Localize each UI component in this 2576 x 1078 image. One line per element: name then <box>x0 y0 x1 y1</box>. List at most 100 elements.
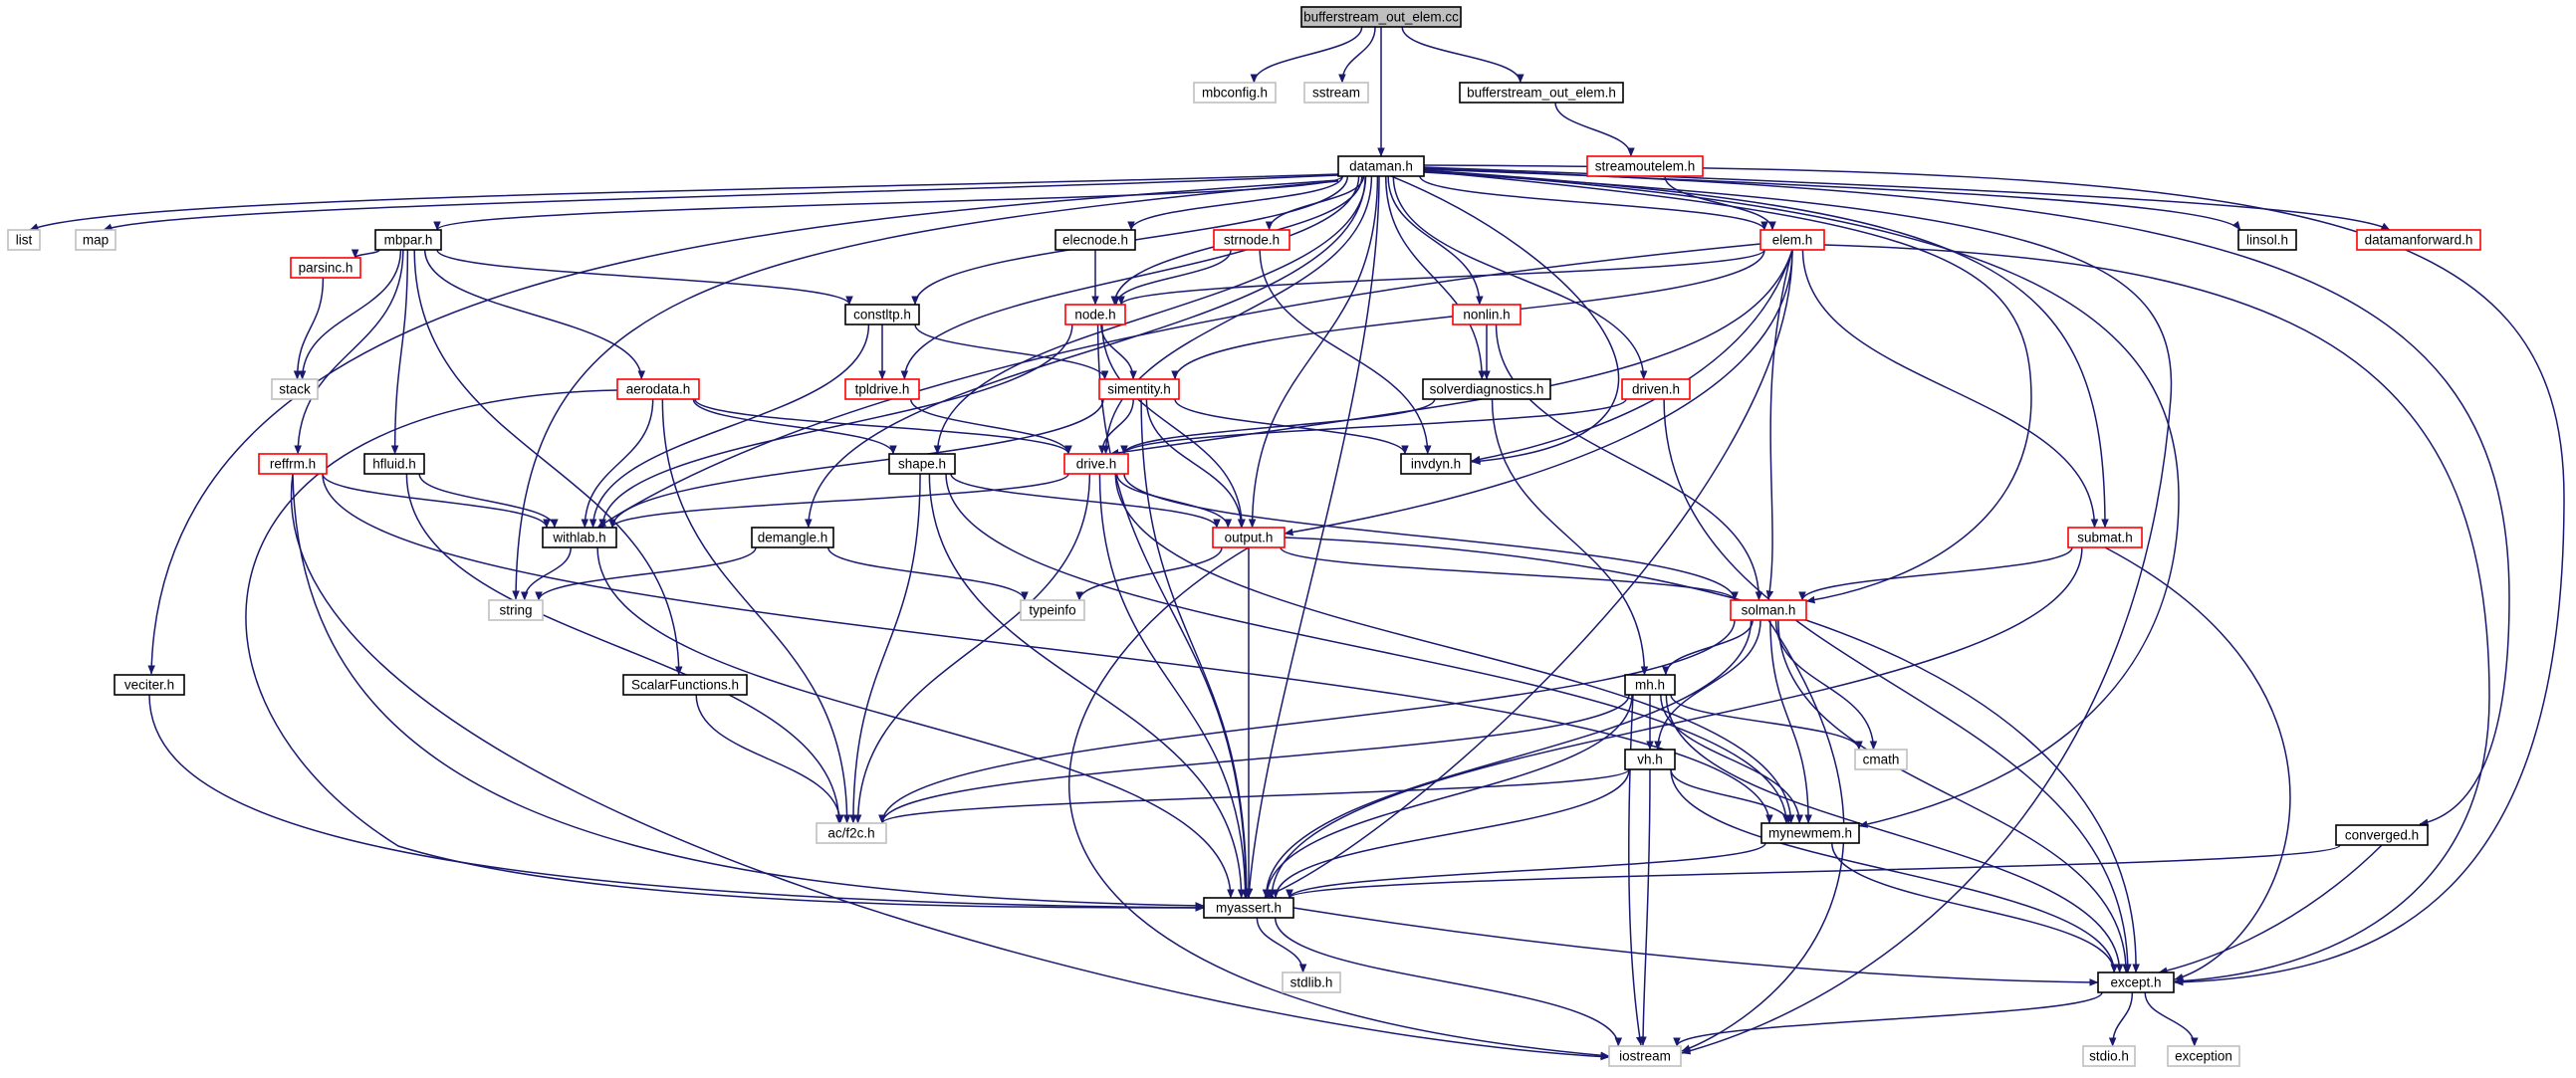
edge-strnode-to-invdyn <box>1259 249 1432 455</box>
node-aerodata[interactable]: aerodata.h <box>616 378 700 400</box>
edge-driven-to-drive <box>1120 398 1627 455</box>
edge-dataman-to-output <box>1248 175 1379 529</box>
node-typeinfo: typeinfo <box>1020 599 1085 621</box>
node-drive[interactable]: drive.h <box>1063 453 1129 475</box>
edge-drive-to-output <box>1115 473 1233 529</box>
edge-converged-to-except <box>2158 844 2383 974</box>
node-constltp[interactable]: constltp.h <box>844 304 920 325</box>
node-box <box>1586 155 1704 177</box>
node-mh[interactable]: mh.h <box>1624 674 1676 696</box>
edge-solman-to-mynewmem <box>1769 619 1812 824</box>
node-invdyn[interactable]: invdyn.h <box>1400 453 1472 475</box>
node-label: linsol.h <box>2246 233 2288 248</box>
node-node[interactable]: node.h <box>1064 304 1126 325</box>
edge-dataman-to-mbpar <box>433 175 1343 231</box>
node-hfluid[interactable]: hfluid.h <box>363 453 425 475</box>
node-strnode[interactable]: strnode.h <box>1213 229 1290 251</box>
edge-driven-to-except <box>1663 398 2132 973</box>
node-streamoutelem[interactable]: streamoutelem.h <box>1586 155 1704 177</box>
node-stdlib: stdlib.h <box>1282 971 1341 993</box>
edge-simentity-to-drive <box>1097 398 1135 455</box>
node-reffrm[interactable]: reffrm.h <box>258 453 328 475</box>
node-driven[interactable]: driven.h <box>1621 378 1691 400</box>
edge-drive-to-mynewmem <box>1114 473 1795 824</box>
node-box <box>374 229 442 251</box>
node-box <box>1730 599 1807 621</box>
node-converged[interactable]: converged.h <box>2335 824 2429 846</box>
node-output[interactable]: output.h <box>1212 527 1286 548</box>
edge-strnode-to-node <box>1112 249 1232 306</box>
edge-demangle-to-typeinfo <box>827 546 1029 601</box>
node-string: string <box>488 599 544 621</box>
node-scalarfn[interactable]: ScalarFunctions.h <box>622 674 748 696</box>
node-root[interactable]: bufferstream_out_elem.cc <box>1300 6 1462 28</box>
node-bufout[interactable]: bufferstream_out_elem.h <box>1459 82 1624 104</box>
edge-dataman-to-driven <box>1392 175 1648 380</box>
node-label: streamoutelem.h <box>1595 159 1696 174</box>
node-label: invdyn.h <box>1411 457 1461 472</box>
node-elecnode[interactable]: elecnode.h <box>1054 229 1136 251</box>
node-label: ScalarFunctions.h <box>631 678 739 693</box>
edge-node-to-output <box>1101 323 1246 529</box>
node-shape[interactable]: shape.h <box>888 453 956 475</box>
edge-solverdiag-to-mh <box>1491 398 1649 676</box>
edge-solman-to-except <box>1777 619 2130 973</box>
node-box <box>363 453 425 475</box>
node-label: sstream <box>1312 86 1360 101</box>
node-dataman[interactable]: dataman.h <box>1337 155 1425 177</box>
edge-bufout-to-streamoutelem <box>1554 102 1635 157</box>
node-box <box>2167 1045 2240 1067</box>
node-veciter[interactable]: veciter.h <box>114 674 185 696</box>
node-label: aerodata.h <box>626 382 691 397</box>
edge-drive-to-acf2c <box>853 473 1091 824</box>
node-nonlin[interactable]: nonlin.h <box>1452 304 1522 325</box>
node-box <box>1621 378 1691 400</box>
edge-solman-to-vh <box>1654 619 1761 751</box>
node-vh[interactable]: vh.h <box>1624 749 1676 770</box>
node-solman[interactable]: solman.h <box>1730 599 1807 621</box>
edge-shape-to-mynewmem <box>945 473 1790 824</box>
edge-dataman-to-shape <box>933 175 1367 455</box>
node-box <box>114 674 185 696</box>
node-mbpar[interactable]: mbpar.h <box>374 229 442 251</box>
node-parsinc[interactable]: parsinc.h <box>290 257 361 279</box>
node-label: mbconfig.h <box>1202 86 1268 101</box>
edge-mynewmem-to-myassert <box>1286 842 1766 899</box>
node-box <box>1854 749 1908 770</box>
node-mynewmem[interactable]: mynewmem.h <box>1760 822 1860 844</box>
node-box <box>1098 378 1180 400</box>
node-box <box>816 822 887 844</box>
node-solverdiag[interactable]: solverdiagnostics.h <box>1422 378 1551 400</box>
node-withlab[interactable]: withlab.h <box>542 527 617 548</box>
node-box <box>7 229 41 251</box>
node-simentity[interactable]: simentity.h <box>1098 378 1180 400</box>
edge-hfluid-to-acf2c <box>405 473 843 824</box>
edge-dataman-to-mynewmem <box>1423 170 2180 828</box>
node-label: iostream <box>1619 1049 1671 1064</box>
edge-elem-to-solman <box>1765 249 1793 600</box>
node-box <box>271 378 319 400</box>
node-linsol[interactable]: linsol.h <box>2237 229 2297 251</box>
node-demangle[interactable]: demangle.h <box>751 527 834 548</box>
node-tpldrive[interactable]: tpldrive.h <box>844 378 920 400</box>
edge-nonlin-to-solman <box>1495 323 1763 601</box>
edge-dataman-to-nonlin <box>1387 175 1484 306</box>
node-label: cmath <box>1863 753 1900 767</box>
node-box <box>1624 674 1676 696</box>
node-box <box>1193 82 1277 104</box>
edge-converged-to-myassert <box>1286 844 2341 899</box>
node-submat[interactable]: submat.h <box>2067 527 2143 548</box>
node-elem[interactable]: elem.h <box>1759 229 1825 251</box>
edge-veciter-to-myassert <box>148 694 1205 912</box>
node-myassert[interactable]: myassert.h <box>1203 897 1294 919</box>
node-except[interactable]: except.h <box>2097 971 2175 993</box>
node-label: nonlin.h <box>1463 308 1510 323</box>
edge-shape-to-acf2c <box>849 473 921 824</box>
node-label: hfluid.h <box>372 457 416 472</box>
edge-output-to-iostream <box>1067 546 1610 1060</box>
node-datamanforward[interactable]: datamanforward.h <box>2356 229 2481 251</box>
edge-mh-to-acf2c <box>878 694 1630 824</box>
node-label: vh.h <box>1637 753 1663 767</box>
node-box <box>1624 749 1676 770</box>
node-box <box>1459 82 1624 104</box>
